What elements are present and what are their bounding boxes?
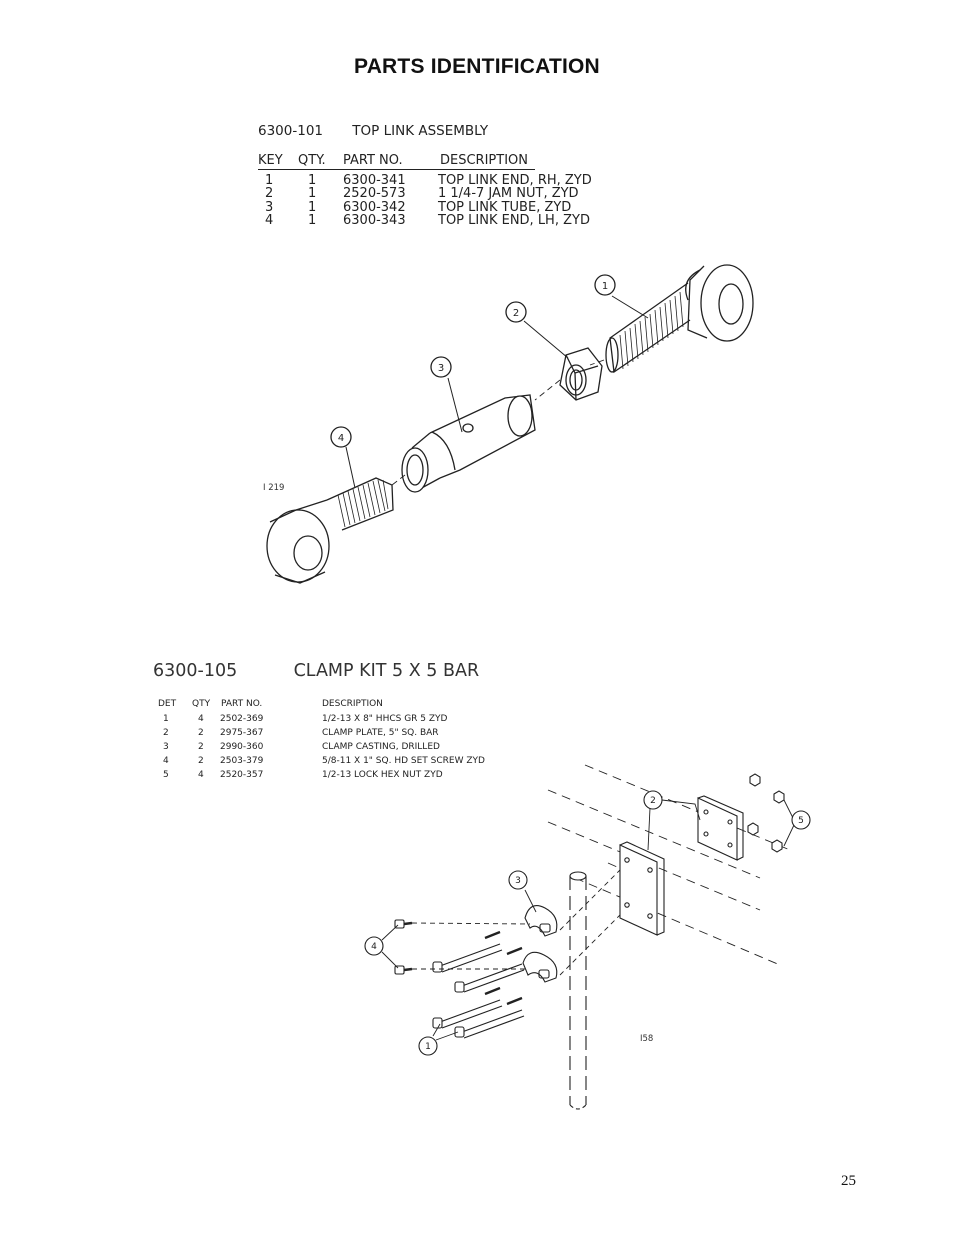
- row-qty: 2: [198, 756, 204, 766]
- assembly1-header: 6300-101 TOP LINK ASSEMBLY: [258, 123, 488, 139]
- row-part: 2520-357: [220, 770, 264, 780]
- row-key: 4: [163, 756, 169, 766]
- row-part: 2502-369: [220, 714, 264, 724]
- top-link-drawing: 1 2 3 4: [266, 264, 754, 584]
- callout-1: 1: [425, 1042, 431, 1052]
- row-qty: 1: [308, 173, 317, 188]
- callout-2: 2: [650, 796, 656, 806]
- page-number: 25: [841, 1173, 856, 1189]
- figure-id-1: I 219: [263, 483, 285, 493]
- set-screws: [394, 919, 413, 975]
- col-det: DET: [158, 699, 177, 709]
- row-desc: 1/2-13 X 8" HHCS GR 5 ZYD: [322, 714, 448, 724]
- col-key: KEY: [258, 153, 283, 168]
- clamp-plate-back: [697, 795, 744, 861]
- assembly1-table-header: KEY QTY. PART NO. DESCRIPTION: [258, 153, 535, 170]
- col-qty: QTY: [192, 699, 211, 709]
- col-description: DESCRIPTION: [322, 699, 383, 709]
- assembly-lines: [411, 869, 621, 976]
- row-key: 1: [265, 173, 274, 188]
- center-lines: [391, 359, 605, 486]
- col-part-no: PART NO.: [221, 699, 263, 709]
- row-desc: 5/8-11 X 1" SQ. HD SET SCREW ZYD: [322, 756, 485, 766]
- row-key: 4: [265, 213, 274, 228]
- top-link-tube: [401, 394, 536, 493]
- row-desc: 1 1/4-7 JAM NUT, ZYD: [438, 186, 579, 201]
- callout-4: 4: [371, 942, 377, 952]
- row-qty: 2: [198, 728, 204, 738]
- clamp-kit-drawing: 1 2 3 4 5: [364, 764, 811, 1110]
- clamp-casting-lower: [522, 951, 558, 983]
- top-link-end-rh: [605, 264, 754, 374]
- assembly1-name: TOP LINK ASSEMBLY: [352, 123, 489, 139]
- lh-thread-lines: [337, 479, 389, 528]
- callout-3: 3: [515, 876, 521, 886]
- assembly2-name: CLAMP KIT 5 X 5 BAR: [293, 661, 480, 681]
- bolt-threads: [484, 930, 523, 1006]
- row-qty: 1: [308, 213, 317, 228]
- assembly2-number: 6300-105: [153, 661, 238, 681]
- row-key: 5: [163, 770, 169, 780]
- row-desc: TOP LINK TUBE, ZYD: [438, 200, 572, 215]
- row-desc: TOP LINK END, LH, ZYD: [438, 213, 590, 228]
- figure-id-2: I58: [640, 1034, 654, 1044]
- row-part: 6300-342: [343, 200, 406, 215]
- jam-nut: [559, 347, 603, 401]
- row-qty: 4: [198, 770, 204, 780]
- assembly1-number: 6300-101: [258, 123, 323, 139]
- col-part-no: PART NO.: [343, 153, 403, 168]
- row-key: 1: [163, 714, 169, 724]
- assembly2-table-header: DET QTY PART NO. DESCRIPTION: [158, 699, 518, 711]
- hex-bolts: [432, 943, 525, 1039]
- callout-5: 5: [798, 816, 804, 826]
- round-post: [569, 871, 587, 1110]
- callout-3: 3: [438, 363, 444, 374]
- col-description: DESCRIPTION: [440, 153, 528, 168]
- rh-thread-lines: [619, 291, 684, 370]
- row-key: 2: [265, 186, 274, 201]
- row-part: 2503-379: [220, 756, 264, 766]
- callout-1: 1: [602, 281, 608, 292]
- row-qty: 2: [198, 742, 204, 752]
- callout-4: 4: [338, 433, 344, 444]
- top-link-end-lh: [266, 477, 394, 584]
- clamp-plate-front: [619, 841, 665, 936]
- clamp-casting-upper: [524, 905, 558, 937]
- col-qty: QTY.: [298, 153, 326, 168]
- assembly2-header: 6300-105 CLAMP KIT 5 X 5 BAR: [153, 661, 479, 681]
- row-part: 2520-573: [343, 186, 406, 201]
- row-key: 3: [163, 742, 169, 752]
- callout-2: 2: [513, 308, 519, 319]
- leaders: [345, 295, 649, 489]
- row-desc: CLAMP PLATE, 5" SQ. BAR: [322, 728, 439, 738]
- row-key: 2: [163, 728, 169, 738]
- row-desc: TOP LINK END, RH, ZYD: [438, 173, 592, 188]
- row-qty: 4: [198, 714, 204, 724]
- row-desc: 1/2-13 LOCK HEX NUT ZYD: [322, 770, 443, 780]
- row-key: 3: [265, 200, 274, 215]
- row-desc: CLAMP CASTING, DRILLED: [322, 742, 440, 752]
- row-qty: 1: [308, 200, 317, 215]
- row-part: 6300-341: [343, 173, 406, 188]
- row-part: 2990-360: [220, 742, 264, 752]
- row-part: 2975-367: [220, 728, 264, 738]
- page-title: PARTS IDENTIFICATION: [354, 55, 600, 78]
- square-bar-phantom: [547, 764, 791, 966]
- row-part: 6300-343: [343, 213, 406, 228]
- row-qty: 1: [308, 186, 317, 201]
